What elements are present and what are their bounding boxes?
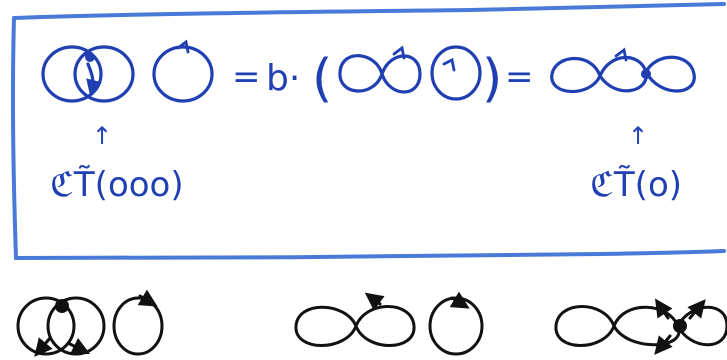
- left-up-arrow: ↑: [92, 122, 112, 150]
- equals-sign-2: =: [505, 57, 534, 97]
- equals-sign-1: =: [232, 57, 261, 97]
- term-three-loops: [41, 39, 214, 103]
- left-label: ℭT̃(ooo): [50, 165, 184, 205]
- bottom-figure-eight: [294, 291, 484, 356]
- term-figure-eight: [338, 45, 482, 101]
- right-label: ℭT̃(o): [590, 165, 682, 205]
- bottom-linked-loops: [554, 298, 727, 355]
- close-paren: ): [482, 49, 502, 109]
- open-paren: (: [312, 49, 332, 109]
- term-linked-loops: [550, 47, 696, 94]
- equation-box: [10, 2, 726, 260]
- right-up-arrow: ↑: [628, 122, 648, 150]
- bottom-three-loops: [16, 289, 164, 357]
- coefficient-b: b·: [266, 58, 300, 99]
